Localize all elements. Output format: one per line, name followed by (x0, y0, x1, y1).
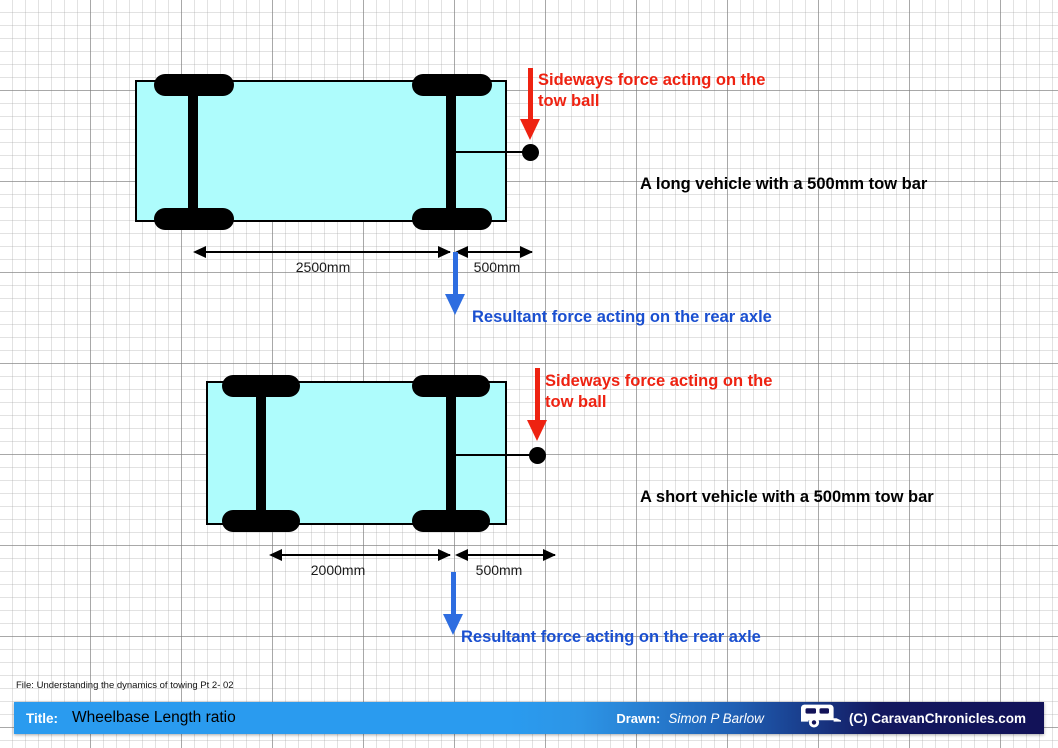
long-vehicle-towbar-arrow-left (455, 246, 468, 258)
short-vehicle-towbar-dim-line (458, 554, 555, 556)
short-vehicle-sideways-force-arrow-head (527, 420, 547, 441)
short-vehicle-front-left-wheel (222, 375, 300, 397)
long-vehicle-front-axle (188, 84, 198, 218)
long-vehicle-towbar (452, 151, 531, 153)
short-vehicle-rear-left-wheel (412, 375, 490, 397)
short-vehicle-resultant-force-label: Resultant force acting on the rear axle (461, 628, 761, 646)
short-vehicle-rear-axle (446, 385, 456, 521)
short-vehicle-rear-right-wheel (412, 510, 490, 532)
short-vehicle-wheelbase-arrow-left (269, 549, 282, 561)
long-vehicle-rear-axle (446, 84, 456, 218)
long-vehicle-resultant-force-arrow-head (445, 294, 465, 315)
short-vehicle-resultant-force-arrow-shaft (451, 572, 456, 616)
short-vehicle-towbar-arrow-right (543, 549, 556, 561)
long-vehicle-wheelbase-dim-line (196, 251, 450, 253)
short-vehicle-sideways-force-arrow-shaft (535, 368, 540, 422)
short-vehicle-tow-ball (529, 447, 546, 464)
long-vehicle-resultant-force-arrow-shaft (453, 252, 458, 296)
short-vehicle-wheelbase-arrow-right (438, 549, 451, 561)
copyright-text: (C) CaravanChronicles.com (848, 710, 1026, 726)
long-vehicle-wheelbase-label: 2500mm (295, 259, 351, 275)
file-note: File: Understanding the dynamics of towi… (16, 680, 234, 691)
long-vehicle-towbar-label: 500mm (473, 259, 521, 275)
short-vehicle-front-axle (256, 385, 266, 521)
long-vehicle-front-left-wheel (154, 74, 234, 96)
long-vehicle-sideways-force-arrow-head (520, 119, 540, 140)
short-vehicle-wheelbase-dim-line (272, 554, 450, 556)
long-vehicle-tow-ball (522, 144, 539, 161)
long-vehicle-towbar-dim-line (458, 251, 532, 253)
short-vehicle-resultant-force-arrow-head (443, 614, 463, 635)
long-vehicle-towbar-arrow-right (520, 246, 533, 258)
short-vehicle-wheelbase-label: 2000mm (310, 562, 366, 578)
title-value: Wheelbase Length ratio (72, 709, 236, 726)
title-label: Title: (26, 710, 59, 726)
short-vehicle-body (206, 381, 507, 525)
short-vehicle-caption: A short vehicle with a 500mm tow bar (640, 488, 934, 506)
drawn-by-label: Drawn: (616, 710, 661, 726)
long-vehicle-resultant-force-label: Resultant force acting on the rear axle (472, 308, 772, 326)
long-vehicle-caption: A long vehicle with a 500mm tow bar (640, 175, 928, 193)
short-vehicle-towbar (452, 454, 537, 456)
title-bar: Title: Wheelbase Length ratio Drawn: Sim… (14, 702, 1044, 734)
long-vehicle-sideways-force-label: Sideways force acting on the tow ball (538, 71, 766, 110)
long-vehicle-rear-left-wheel (412, 74, 492, 96)
short-vehicle-front-right-wheel (222, 510, 300, 532)
drawn-by-value: Simon P Barlow (668, 710, 764, 726)
short-vehicle-towbar-label: 500mm (475, 562, 523, 578)
long-vehicle-sideways-force-arrow-shaft (528, 68, 533, 121)
long-vehicle-rear-right-wheel (412, 208, 492, 230)
caravan-icon (798, 704, 842, 733)
short-vehicle-towbar-arrow-left (455, 549, 468, 561)
long-vehicle-wheelbase-arrow-right (438, 246, 451, 258)
long-vehicle-front-right-wheel (154, 208, 234, 230)
long-vehicle-wheelbase-arrow-left (193, 246, 206, 258)
short-vehicle-sideways-force-label: Sideways force acting on the tow ball (545, 372, 773, 411)
